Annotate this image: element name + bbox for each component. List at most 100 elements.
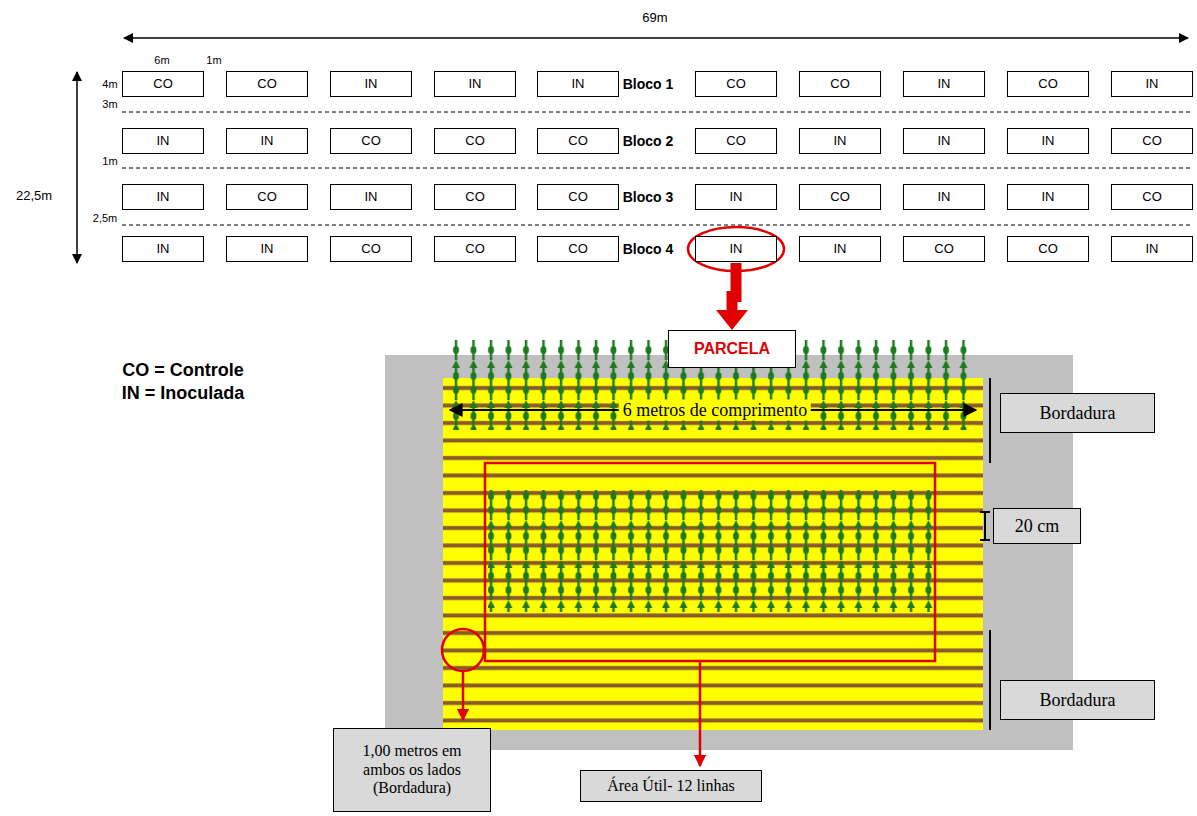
plot-box: CO (434, 184, 516, 210)
box-text: CO (361, 134, 381, 149)
plot-box: CO (434, 236, 516, 262)
box-text: IN (261, 242, 274, 257)
box-text: CO (1038, 242, 1058, 257)
box-text: IN (469, 77, 482, 92)
plan-label: 3m (102, 98, 117, 110)
plot-box: IN (799, 236, 881, 262)
box-text: CO (568, 190, 588, 205)
plan-label: 69m (642, 10, 667, 25)
plan-label: Bloco 4 (623, 241, 674, 257)
plot-box: CO (799, 184, 881, 210)
box-text: CO (726, 134, 746, 149)
box-text: IN (730, 190, 743, 205)
plot-box: CO (226, 184, 308, 210)
plot-box: CO (537, 184, 619, 210)
plot-box: CO (903, 236, 985, 262)
box-text: CO (830, 77, 850, 92)
box-text: IN (1042, 190, 1055, 205)
box-text: CO (465, 190, 485, 205)
plot-box: IN (903, 184, 985, 210)
box-text: IN (1146, 242, 1159, 257)
red-arrow (716, 263, 748, 330)
box-text: IN (157, 134, 170, 149)
box-text: IN (1146, 77, 1159, 92)
plot-box: IN (799, 128, 881, 154)
box-text: IN (157, 190, 170, 205)
box-text: CO (568, 242, 588, 257)
border-note-box: 1,00 metros em ambos os lados (Bordadura… (333, 728, 491, 812)
box-text: CO (257, 190, 277, 205)
plot-box: IN (122, 128, 204, 154)
border-box: Bordadura (1000, 393, 1155, 433)
plan-label: 2,5m (93, 212, 117, 224)
box-text: 20 cm (1015, 516, 1060, 537)
box-text: IN (834, 134, 847, 149)
plan-label: 6m (154, 54, 169, 66)
spacing-box: 20 cm (993, 508, 1081, 544)
plot-box: CO (537, 128, 619, 154)
plan-label: Bloco 3 (623, 189, 674, 205)
plot-box: IN (226, 236, 308, 262)
box-text: IN (365, 190, 378, 205)
plot-box: IN (330, 184, 412, 210)
plot-box: IN (434, 71, 516, 97)
plot-box: IN (1007, 184, 1089, 210)
box-text: CO (153, 77, 173, 92)
box-text: IN (157, 242, 170, 257)
box-text: CO (830, 190, 850, 205)
plan-label: IN = Inoculada (122, 383, 245, 404)
box-text: IN (572, 77, 585, 92)
parcel-title-box: PARCELA (668, 330, 796, 368)
plot-box: IN (1111, 71, 1193, 97)
plot-box: IN (122, 236, 204, 262)
box-text: CO (257, 77, 277, 92)
box-text: Bordadura (1040, 690, 1116, 711)
plot-box: IN (1111, 236, 1193, 262)
box-text: CO (1142, 190, 1162, 205)
plot-box: CO (695, 128, 777, 154)
plot-box: CO (695, 71, 777, 97)
plot-box: CO (1111, 128, 1193, 154)
useful-area-box: Área Útil- 12 linhas (580, 770, 762, 802)
box-text: CO (726, 77, 746, 92)
plot-box: IN (330, 71, 412, 97)
box-text: 1,00 metros em ambos os lados (Bordadura… (340, 742, 484, 797)
box-text: CO (361, 242, 381, 257)
plot-box: IN (122, 184, 204, 210)
plot-box: CO (1007, 236, 1089, 262)
box-text: Bordadura (1040, 403, 1116, 424)
plan-label: 1m (206, 54, 221, 66)
plot-box: CO (330, 236, 412, 262)
plot-box: CO (434, 128, 516, 154)
plot-box: CO (799, 71, 881, 97)
box-text: CO (568, 134, 588, 149)
plot-box: IN (1007, 128, 1089, 154)
plan-label: 22,5m (16, 188, 52, 203)
box-text: IN (365, 77, 378, 92)
plot-box: IN (537, 71, 619, 97)
plot-box: IN (226, 128, 308, 154)
plan-label: 4m (102, 78, 117, 90)
box-text: IN (938, 190, 951, 205)
box-text: IN (834, 242, 847, 257)
plot-box: CO (1111, 184, 1193, 210)
box-text: IN (938, 77, 951, 92)
plan-label: 1m (102, 155, 117, 167)
box-text: CO (1142, 134, 1162, 149)
box-text: PARCELA (694, 340, 770, 358)
box-text: CO (1038, 77, 1058, 92)
plan-label: Bloco 2 (623, 133, 674, 149)
plot-box: CO (330, 128, 412, 154)
plot-box: CO (226, 71, 308, 97)
box-text: IN (730, 242, 743, 257)
box-text: Área Útil- 12 linhas (607, 777, 735, 795)
plan-label: 6 metros de comprimento (619, 400, 811, 421)
box-text: CO (934, 242, 954, 257)
plot-box: CO (1007, 71, 1089, 97)
box-text: CO (465, 242, 485, 257)
plot-box: IN (903, 128, 985, 154)
box-text: IN (1042, 134, 1055, 149)
border-box: Bordadura (1000, 680, 1155, 720)
plot-box: CO (122, 71, 204, 97)
plan-label: Bloco 1 (623, 76, 674, 92)
